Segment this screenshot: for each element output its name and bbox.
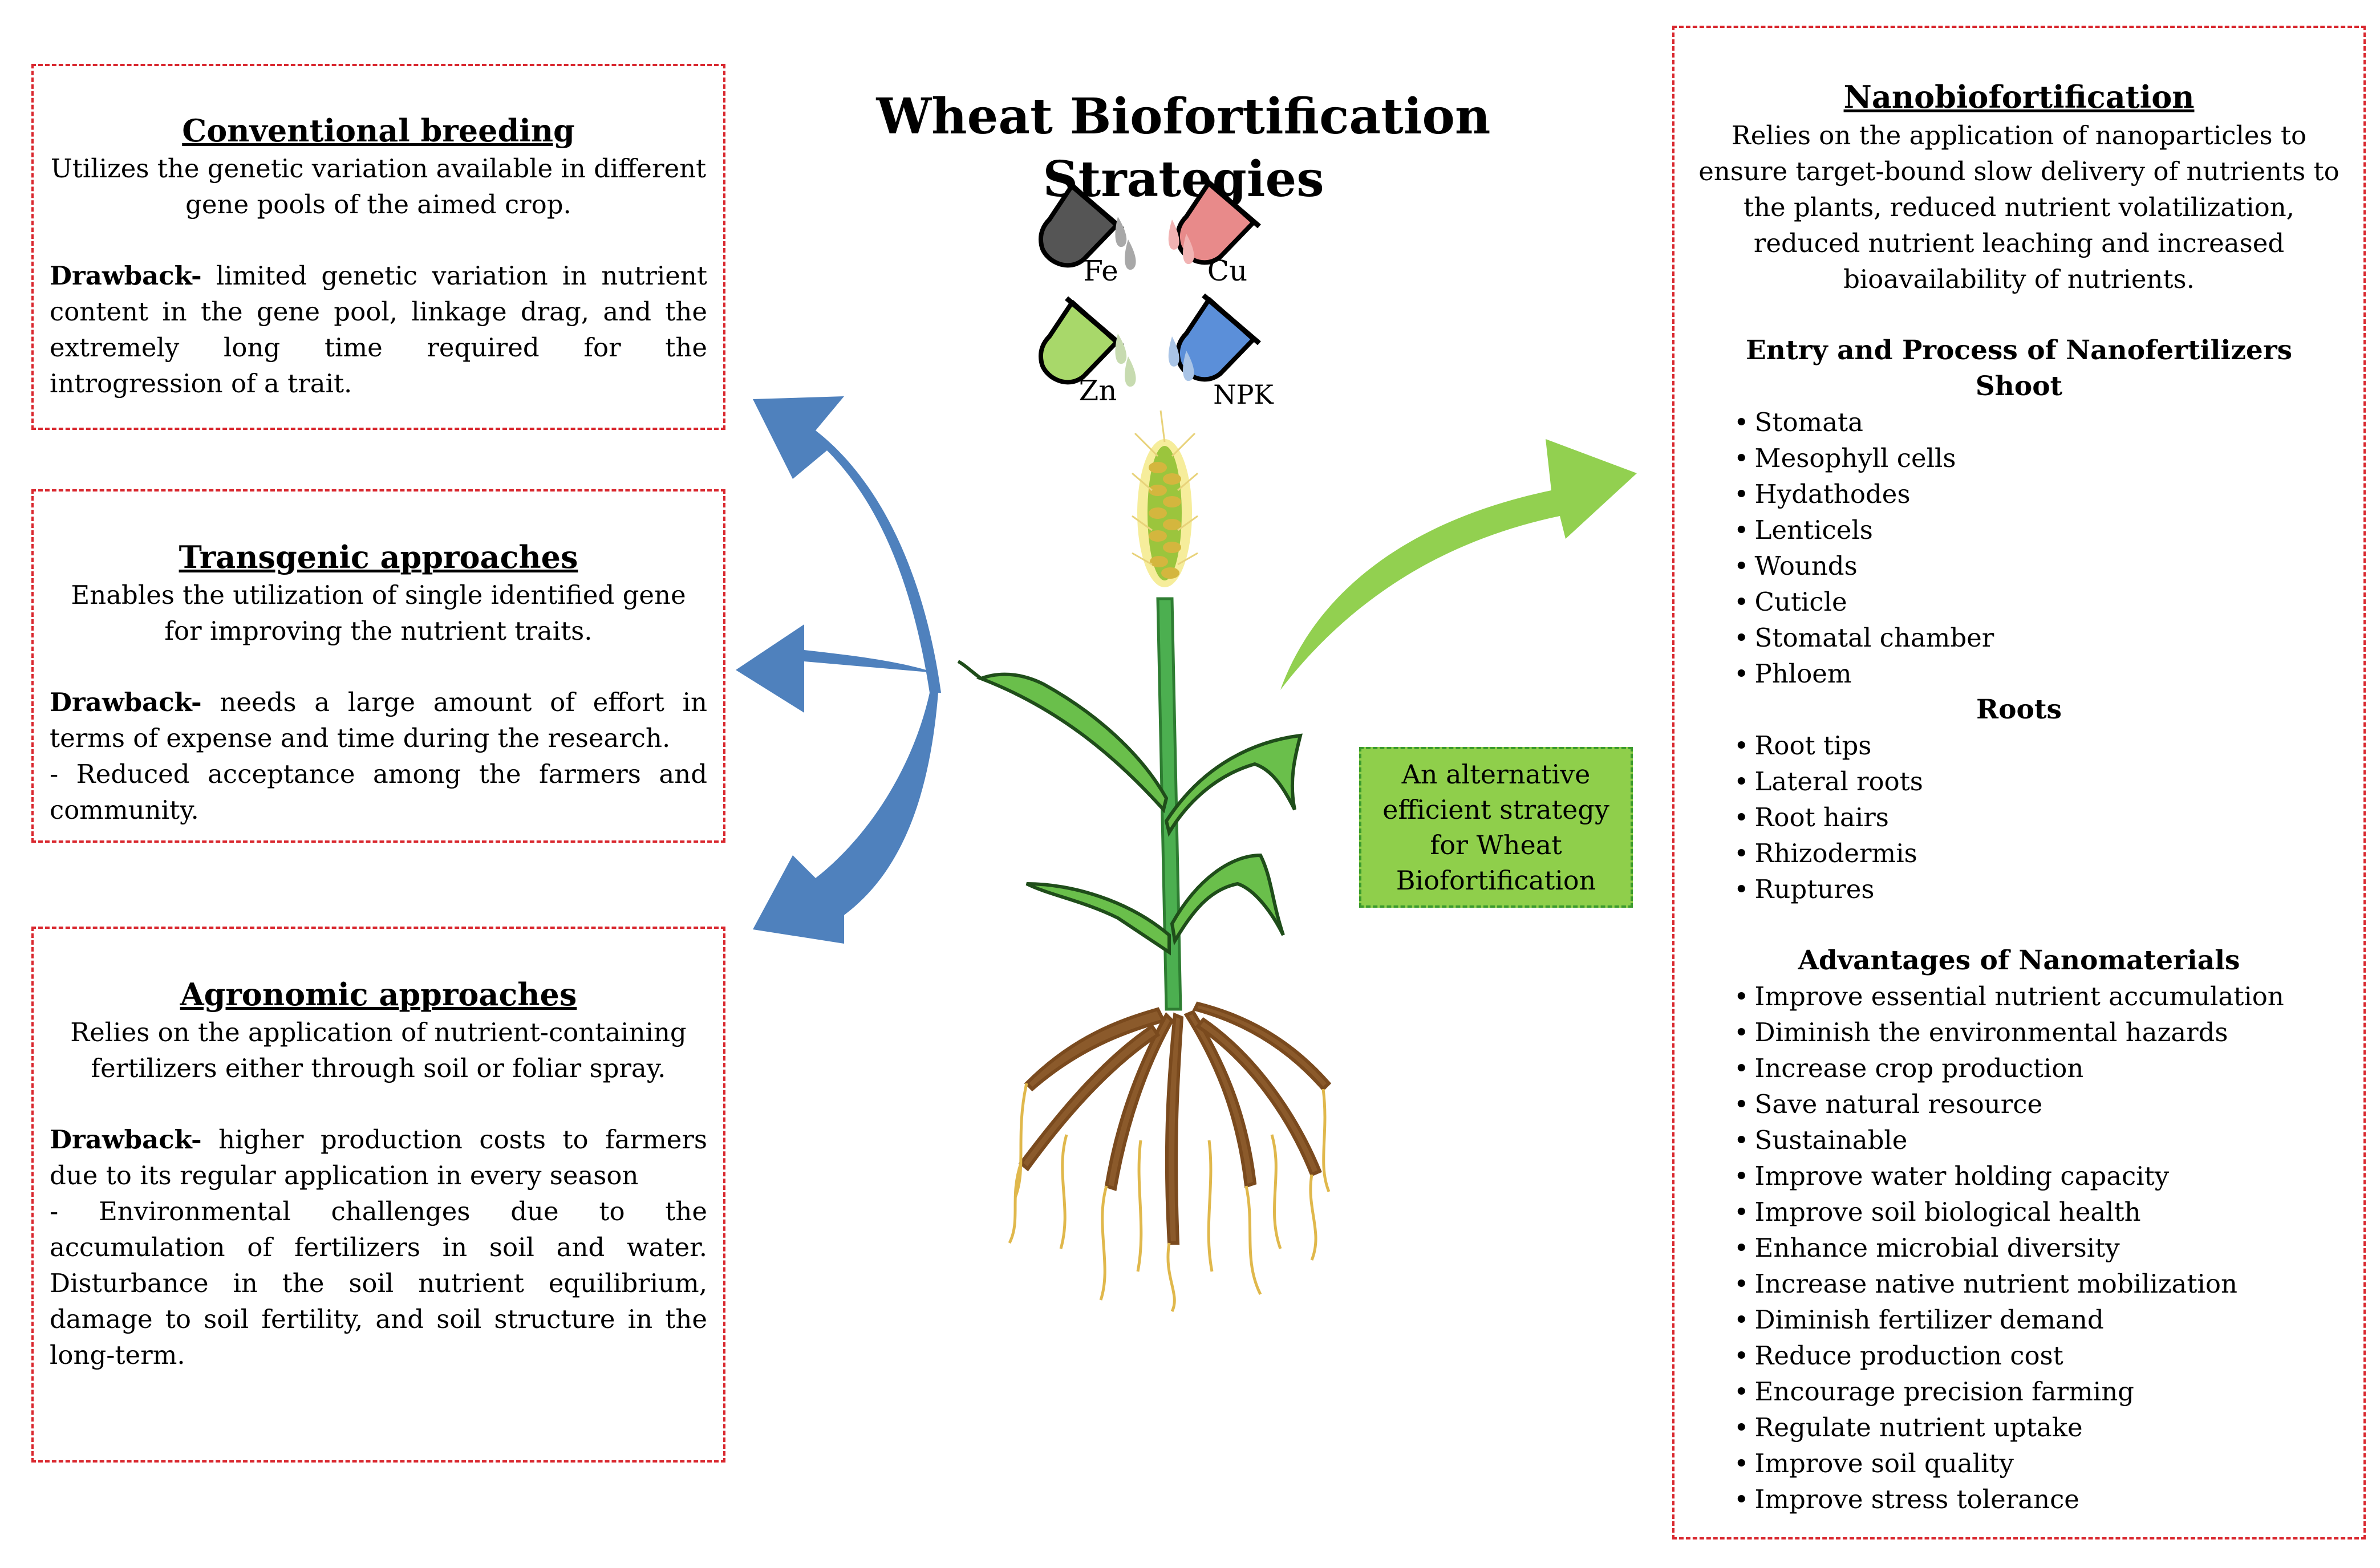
agronomic-approaches-drawback: Drawback- higher production costs to far… [50, 1122, 707, 1373]
cu-test-tube-icon [1168, 176, 1261, 265]
shoot-list: StomataMesophyll cellsHydathodesLenticel… [1692, 404, 2346, 692]
shoot-entry-item: Mesophyll cells [1734, 440, 2346, 476]
advantages-list: Improve essential nutrient accumulationD… [1692, 978, 2346, 1517]
alternative-strategy-text: An alternative efficient strategy for Wh… [1382, 759, 1609, 896]
shoot-entry-item: Stomatal chamber [1734, 620, 2346, 656]
drawback-label: Drawback- [50, 687, 202, 717]
wheat-plant-icon [957, 410, 1332, 1313]
nanobiofortification-box: Nanobiofortification Relies on the appli… [1672, 26, 2366, 1539]
green-arrow-icon [1280, 439, 1637, 690]
transgenic-approaches-heading: Transgenic approaches [179, 539, 578, 575]
advantage-item: Sustainable [1734, 1122, 2346, 1158]
advantage-item: Increase native nutrient mobilization [1734, 1266, 2346, 1302]
entry-process-heading: Entry and Process of Nanofertilizers [1745, 335, 2293, 366]
advantage-item: Improve stress tolerance [1734, 1481, 2346, 1517]
fe-test-tube-icon [1039, 179, 1136, 270]
drawback-label: Drawback- [50, 261, 202, 291]
zn-test-tube-icon [1039, 296, 1136, 387]
drawback-text-2: - Environmental challenges due to the ac… [50, 1196, 707, 1370]
root-entry-item: Lateral roots [1734, 763, 2346, 799]
transgenic-approaches-drawback: Drawback- needs a large amount of effort… [50, 684, 707, 828]
advantage-item: Regulate nutrient uptake [1734, 1409, 2346, 1445]
shoot-entry-item: Cuticle [1734, 584, 2346, 620]
advantage-item: Enhance microbial diversity [1734, 1230, 2346, 1266]
alternative-strategy-box: An alternative efficient strategy for Wh… [1359, 747, 1633, 908]
root-entry-item: Root tips [1734, 728, 2346, 763]
transgenic-approaches-box: Transgenic approaches Enables the utiliz… [31, 489, 725, 843]
zn-label: Zn [1078, 374, 1117, 407]
fe-label: Fe [1083, 254, 1118, 287]
advantage-item: Diminish the environmental hazards [1734, 1014, 2346, 1050]
advantage-item: Save natural resource [1734, 1086, 2346, 1122]
drawback-label: Drawback- [50, 1124, 202, 1155]
nanobiofortification-description: Relies on the application of nanoparticl… [1698, 120, 2340, 294]
npk-label: NPK [1213, 379, 1274, 410]
agronomic-approaches-description: Relies on the application of nutrient-co… [70, 1017, 687, 1083]
root-entry-item: Root hairs [1734, 799, 2346, 835]
drawback-text: needs a large amount of effort in terms … [50, 687, 707, 753]
advantages-heading: Advantages of Nanomaterials [1798, 945, 2240, 976]
shoot-entry-item: Hydathodes [1734, 476, 2346, 512]
transgenic-approaches-description: Enables the utilization of single identi… [71, 580, 686, 646]
cu-label: Cu [1207, 254, 1248, 287]
advantage-item: Improve soil quality [1734, 1445, 2346, 1481]
conventional-breeding-description: Utilizes the genetic variation available… [50, 153, 707, 220]
roots-list: Root tipsLateral rootsRoot hairsRhizoder… [1692, 728, 2346, 907]
blue-arrows-icon [736, 396, 941, 944]
conventional-breeding-drawback: Drawback- limited genetic variation in n… [50, 258, 707, 401]
advantage-item: Improve water holding capacity [1734, 1158, 2346, 1194]
advantage-item: Encourage precision farming [1734, 1374, 2346, 1409]
shoot-heading: Shoot [1975, 371, 2063, 402]
root-entry-item: Rhizodermis [1734, 835, 2346, 871]
advantage-item: Improve soil biological health [1734, 1194, 2346, 1230]
advantage-item: Reduce production cost [1734, 1338, 2346, 1374]
npk-test-tube-icon [1168, 293, 1261, 382]
agronomic-approaches-heading: Agronomic approaches [180, 976, 577, 1013]
shoot-entry-item: Phloem [1734, 656, 2346, 692]
roots-heading: Roots [1976, 694, 2062, 725]
shoot-entry-item: Stomata [1734, 404, 2346, 440]
drawback-text: limited genetic variation in nutrient co… [50, 261, 707, 399]
nanobiofortification-heading: Nanobiofortification [1843, 79, 2195, 115]
drawback-text: higher production costs to farmers due t… [50, 1124, 707, 1191]
conventional-breeding-box: Conventional breeding Utilizes the genet… [31, 64, 725, 430]
advantage-item: Improve essential nutrient accumulation [1734, 978, 2346, 1014]
agronomic-approaches-box: Agronomic approaches Relies on the appli… [31, 927, 725, 1463]
shoot-entry-item: Wounds [1734, 548, 2346, 584]
conventional-breeding-heading: Conventional breeding [182, 112, 575, 149]
advantage-item: Increase crop production [1734, 1050, 2346, 1086]
shoot-entry-item: Lenticels [1734, 512, 2346, 548]
advantage-item: Diminish fertilizer demand [1734, 1302, 2346, 1338]
drawback-text-2: - Reduced acceptance among the farmers a… [50, 759, 707, 825]
root-entry-item: Ruptures [1734, 871, 2346, 907]
